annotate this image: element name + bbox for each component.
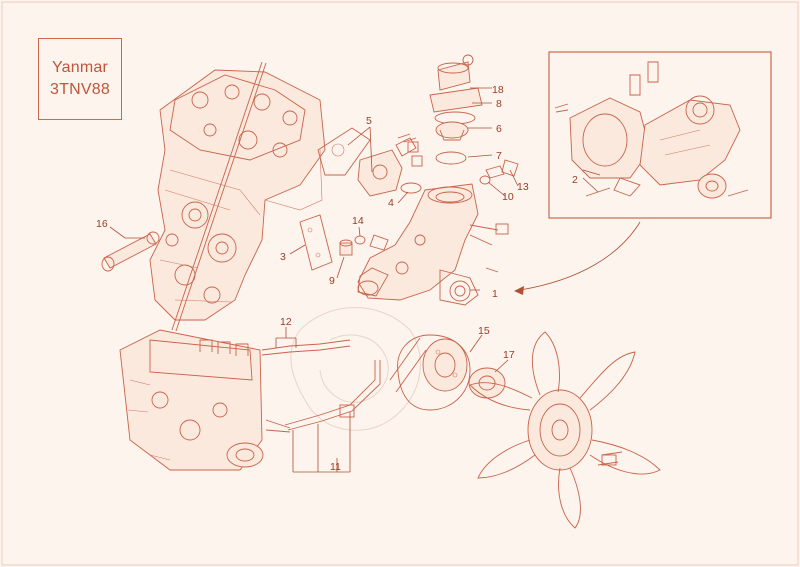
callout-2: 2 (572, 174, 578, 186)
callout-9: 9 (329, 275, 335, 287)
o-ring-4 (400, 182, 422, 194)
callout-12: 12 (280, 316, 292, 328)
injection-pump (119, 329, 264, 471)
engine-block (149, 61, 326, 332)
leader-lines (109, 87, 601, 473)
inset-detail (548, 51, 772, 219)
sensor-13 (501, 159, 519, 177)
bolt-16 (101, 231, 160, 272)
fan-belt-15 (389, 334, 471, 411)
inset-arrow (514, 221, 641, 295)
water-pump-body (357, 183, 509, 306)
watermark (290, 307, 421, 431)
cooling-fan (469, 331, 661, 529)
gasket-5 (317, 127, 371, 176)
model-title-box: Yanmar 3TNV88 (38, 38, 122, 120)
thermostat-housing (357, 137, 417, 197)
callout-8: 8 (496, 98, 502, 110)
callout-5: 5 (366, 115, 372, 127)
fan-pulley (422, 338, 468, 392)
callout-11: 11 (330, 461, 341, 473)
callout-16: 16 (96, 218, 108, 230)
brand-label: Yanmar (51, 59, 109, 76)
callout-14: 14 (352, 215, 364, 227)
callout-17: 17 (503, 349, 515, 361)
plug-9 (339, 239, 353, 256)
water-outlet-18 (429, 54, 483, 113)
callout-15: 15 (478, 325, 490, 337)
callout-6: 6 (496, 123, 502, 135)
coolant-pipes (261, 339, 381, 433)
callout-13: 13 (517, 181, 529, 193)
callout-18: 18 (492, 84, 504, 96)
model-label: 3TNV88 (50, 81, 110, 98)
callout-3: 3 (280, 251, 286, 263)
bolts-upper (397, 133, 505, 185)
callout-7: 7 (496, 150, 502, 162)
callout-numbers: 1 2 3 4 5 6 7 8 9 10 11 12 13 14 15 16 1… (96, 84, 578, 473)
callout-4: 4 (388, 197, 394, 209)
thermostat-6 (435, 121, 469, 141)
gasket-3 (299, 214, 333, 271)
callout-1: 1 (492, 288, 498, 300)
o-ring-7 (435, 151, 467, 165)
washer-14 (354, 235, 366, 245)
callout-10: 10 (502, 191, 514, 203)
